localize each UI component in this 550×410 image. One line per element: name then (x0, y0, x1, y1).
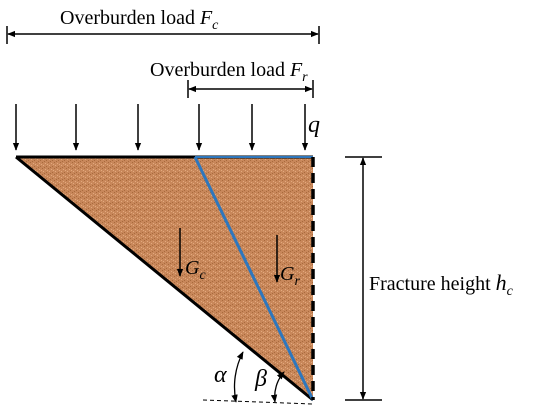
gravity-gr-label: Gr (280, 263, 300, 289)
height-label-bg (366, 262, 546, 302)
angle-alpha-label: α (214, 362, 227, 388)
load-fr-label: Overburden load Fr (150, 59, 308, 85)
load-fc-label: Overburden load Fc (60, 7, 219, 33)
fracture-height-label: Fracture height hc (369, 270, 514, 299)
angle-beta-label: β (254, 366, 267, 392)
angle-alpha-arc (231, 351, 244, 403)
base-reference-dashed (202, 399, 314, 405)
gravity-gc-label: Gc (185, 257, 206, 283)
distributed-load-arrows (12, 104, 309, 151)
angle-beta-arc (270, 371, 285, 403)
fracture-line-alpha (15, 155, 314, 402)
load-q-label: q (308, 112, 320, 138)
fracture-line-beta (193, 156, 315, 401)
